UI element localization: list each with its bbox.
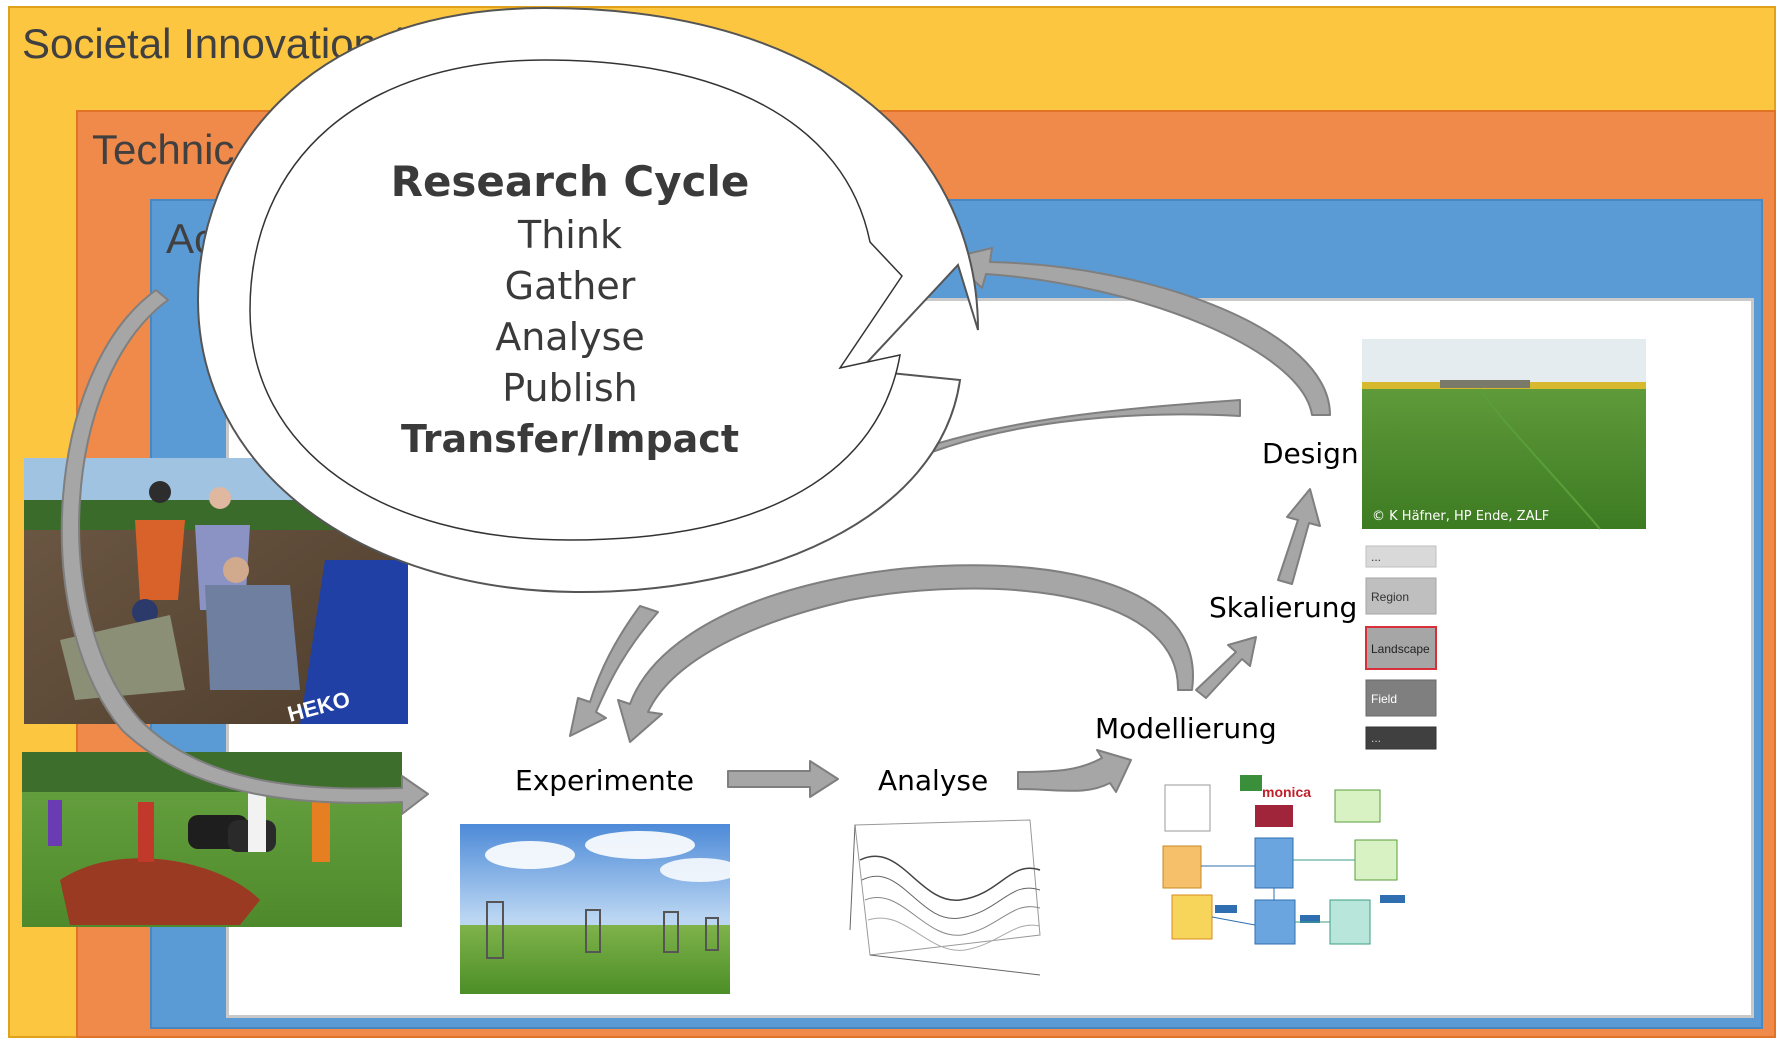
- step-design: Design: [1262, 437, 1359, 470]
- scale-levels: ... Region Landscape Field ...: [1365, 545, 1437, 750]
- scale-level-region: Region: [1371, 590, 1409, 604]
- arrow-modellierung-to-experimente: [617, 564, 1194, 743]
- scale-level-field: Field: [1371, 692, 1397, 706]
- step-analyse: Analyse: [878, 764, 988, 797]
- scale-level-top-ellipsis: ...: [1371, 550, 1381, 564]
- research-cycle-bubble: Research Cycle Think Gather Analyse Publ…: [196, 6, 979, 594]
- cycle-step-analyse: Analyse: [495, 315, 645, 359]
- research-cycle-title: Research Cycle: [391, 157, 750, 206]
- cycle-step-transfer-impact: Transfer/Impact: [401, 417, 739, 461]
- arrow-academic-to-experimente: [60, 289, 429, 815]
- analysis-surface-plot: [835, 806, 1065, 998]
- arrow-analyse-to-modellierung: [1017, 749, 1132, 793]
- design-landscape-photo: © K Häfner, HP Ende, ZALF: [1362, 339, 1646, 530]
- cycle-step-publish: Publish: [502, 366, 637, 410]
- monica-logo: monica: [1262, 784, 1311, 800]
- photo-credit: © K Häfner, HP Ende, ZALF: [1372, 509, 1549, 524]
- scale-level-bottom-ellipsis: ...: [1371, 731, 1381, 745]
- step-modellierung: Modellierung: [1095, 712, 1277, 745]
- arrow-experimente-to-analyse: [727, 760, 839, 798]
- step-experimente: Experimente: [515, 764, 694, 797]
- step-skalierung: Skalierung: [1209, 591, 1357, 624]
- monica-model-diagram: monica: [1140, 770, 1425, 962]
- technical-innovation-label: Technic: [92, 126, 235, 173]
- arrow-skalierung-to-design: [1277, 488, 1321, 585]
- cycle-step-gather: Gather: [505, 264, 636, 308]
- arrow-design-to-research-cycle: [949, 247, 1331, 416]
- arrow-modellierung-to-skalierung: [1195, 636, 1257, 699]
- arrow-cycle-to-experimente: [569, 605, 659, 737]
- scale-level-landscape: Landscape: [1371, 642, 1430, 656]
- field-towers-photo: [460, 824, 740, 994]
- cycle-step-think: Think: [517, 213, 622, 257]
